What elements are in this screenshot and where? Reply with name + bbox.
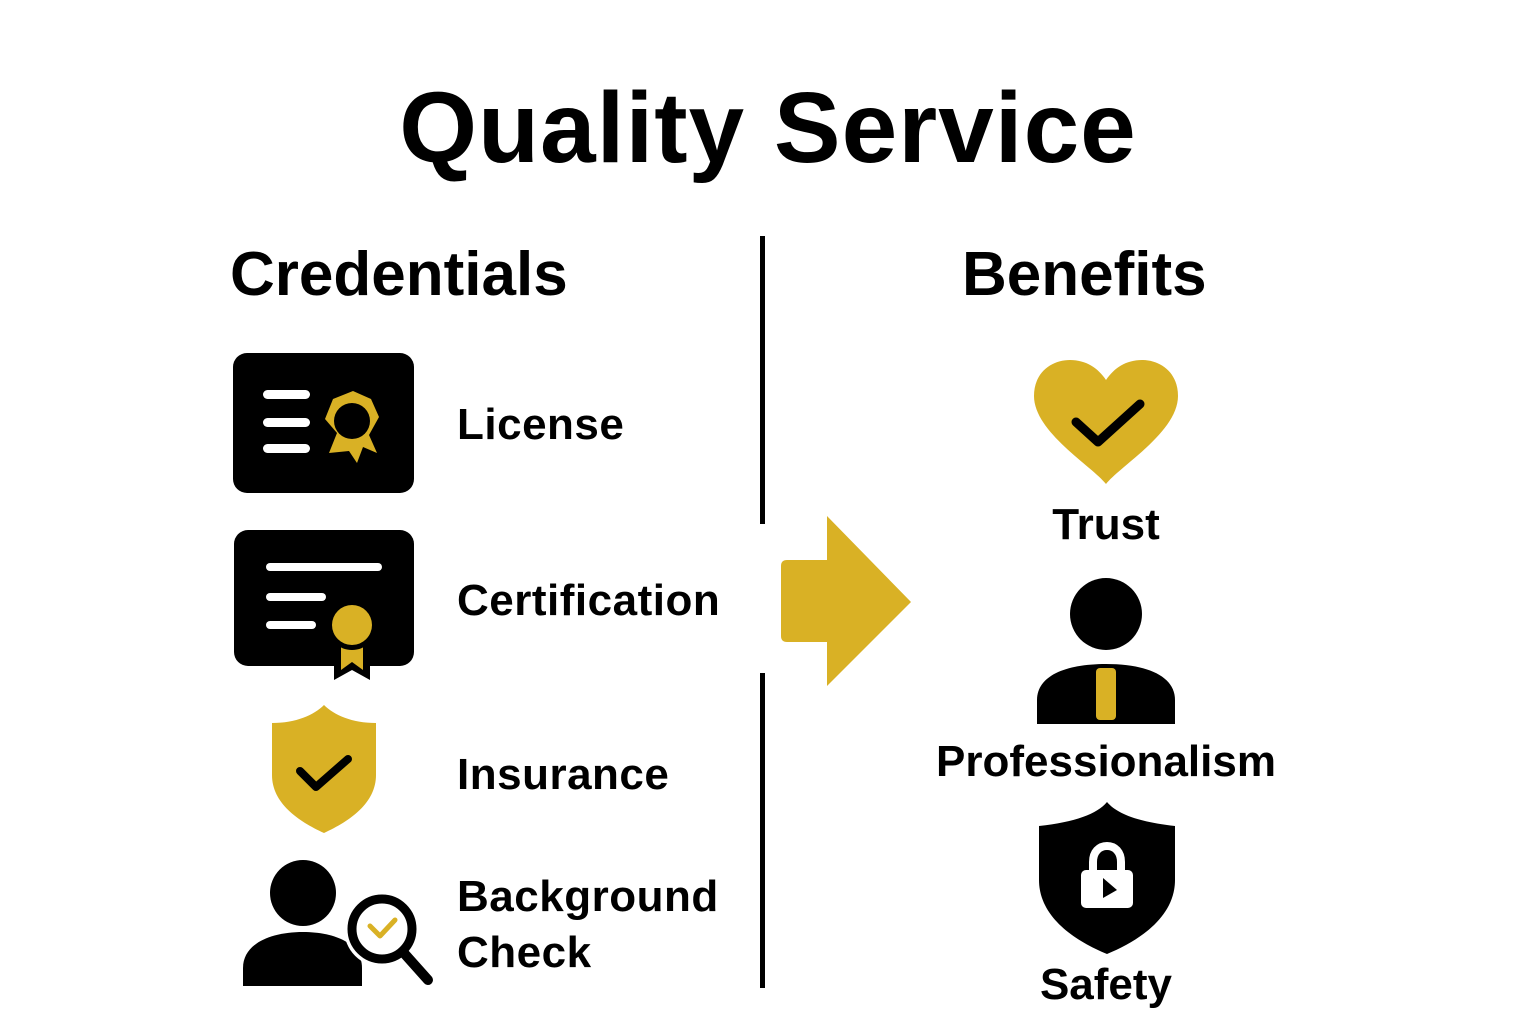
benefit-label-safety: Safety: [1039, 960, 1173, 1009]
professional-person-icon: [1035, 578, 1177, 726]
credential-label-insurance: Insurance: [457, 750, 670, 799]
benefit-label-professionalism: Professionalism: [936, 737, 1276, 786]
license-card-icon: [233, 353, 414, 493]
certificate-icon: [234, 530, 416, 682]
shield-lock-icon: [1037, 800, 1177, 956]
benefit-label-trust: Trust: [1052, 500, 1160, 549]
credential-label-background-line2: Check: [457, 928, 592, 977]
column-divider-bottom: [760, 673, 765, 988]
credential-label-license: License: [457, 400, 625, 449]
column-divider-top: [760, 236, 765, 524]
credential-label-background-line1: Background: [457, 872, 719, 921]
page-title: Quality Service: [399, 72, 1137, 184]
shield-check-icon: [270, 703, 378, 835]
heart-check-icon: [1032, 358, 1180, 486]
benefits-heading: Benefits: [962, 240, 1207, 309]
credential-label-certification: Certification: [457, 576, 721, 625]
arrow-right-icon: [779, 516, 913, 686]
person-search-icon: [240, 856, 435, 991]
credentials-heading: Credentials: [230, 240, 568, 309]
